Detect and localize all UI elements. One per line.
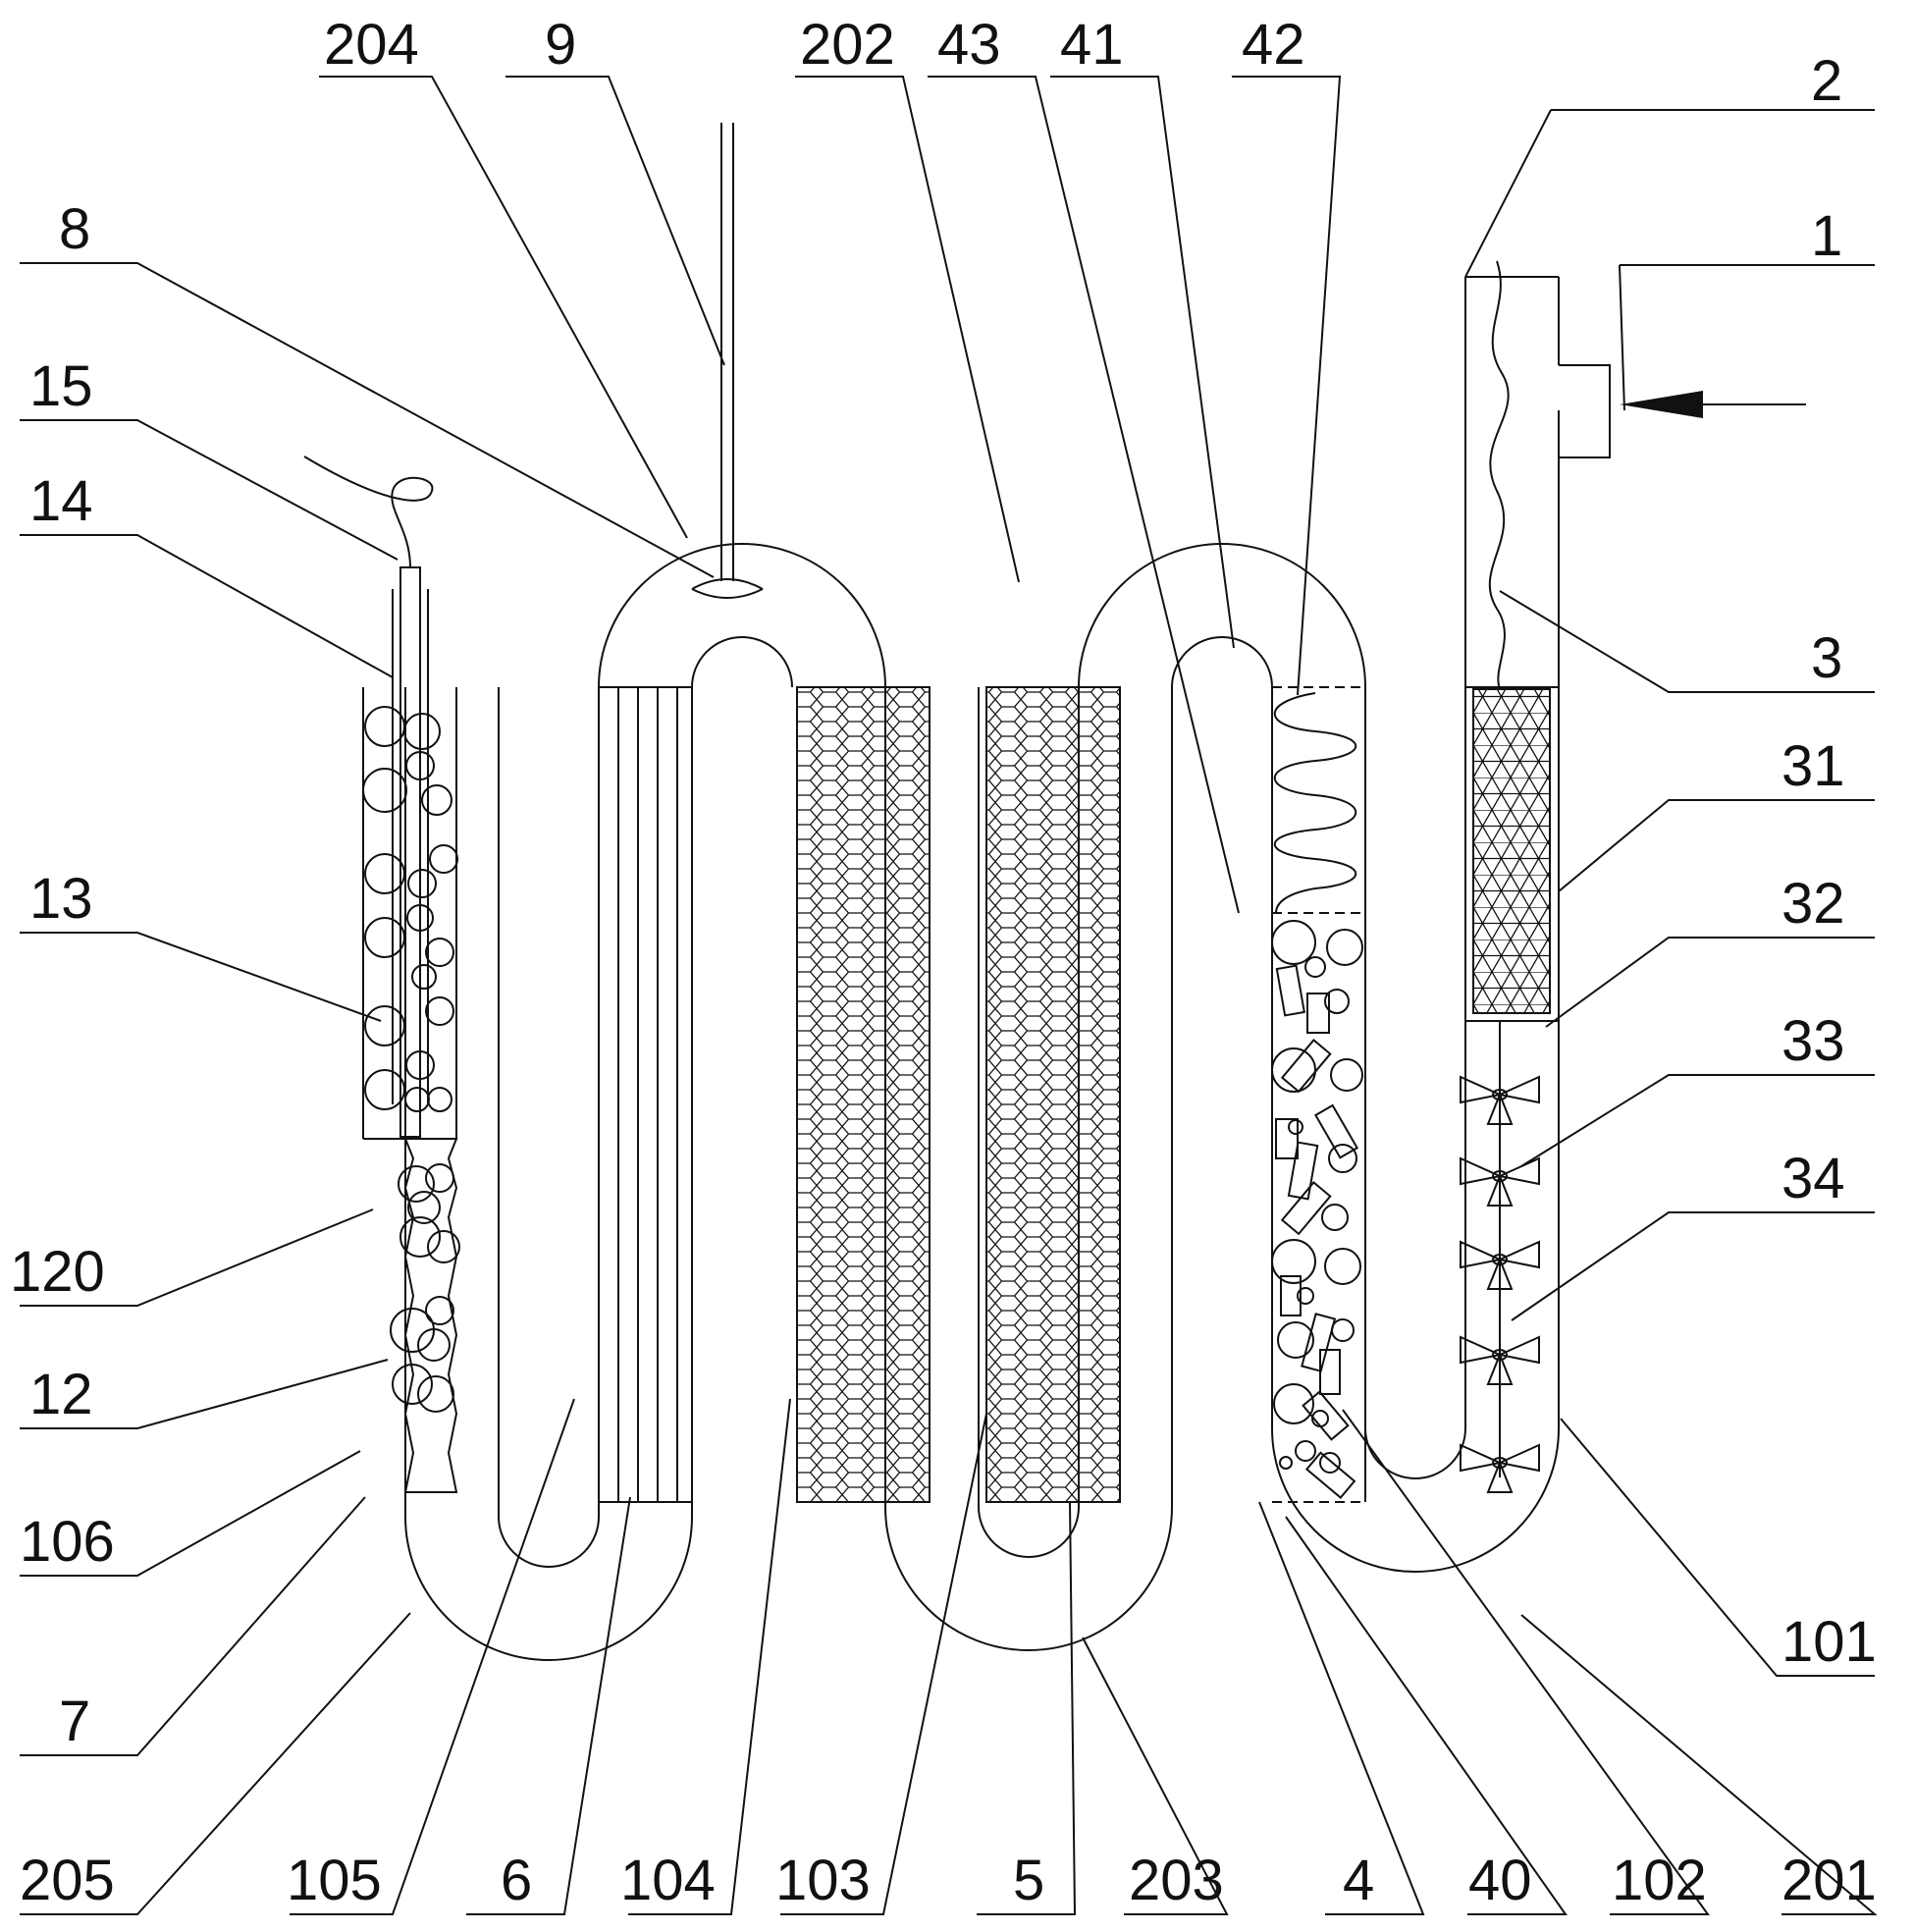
probe-lead-15 [303, 456, 434, 568]
label-120: 120 [10, 1240, 105, 1304]
label-101: 101 [1781, 1610, 1877, 1674]
label-3: 3 [1811, 626, 1842, 690]
label-1: 1 [1811, 204, 1842, 268]
spheres-13 [362, 706, 458, 1112]
fan-group-33 [1460, 1075, 1540, 1493]
propeller-fan-icon [1460, 1443, 1540, 1493]
label-6: 6 [501, 1849, 532, 1912]
label-5: 5 [1013, 1849, 1044, 1912]
label-105: 105 [287, 1849, 382, 1912]
label-15: 15 [29, 354, 93, 418]
leader-lines [20, 76, 1878, 1915]
label-2: 2 [1811, 49, 1842, 113]
label-34: 34 [1781, 1147, 1845, 1210]
label-40: 40 [1468, 1849, 1532, 1912]
label-202: 202 [800, 13, 895, 77]
catalyst-block-5a [985, 686, 1121, 1503]
label-104: 104 [620, 1849, 716, 1912]
collector-8 [691, 578, 764, 599]
label-31: 31 [1781, 734, 1845, 798]
filter-block-31 [1472, 688, 1551, 1014]
labels: 204 9 202 43 41 42 2 1 8 15 14 3 31 13 3… [10, 13, 1877, 1912]
label-9: 9 [545, 13, 576, 77]
propeller-fan-icon [1460, 1335, 1540, 1385]
label-4: 4 [1343, 1849, 1374, 1912]
catalyst-block-5b [796, 686, 930, 1503]
gas-outlet-pipe-9 [720, 123, 734, 581]
label-32: 32 [1781, 872, 1845, 936]
propeller-fan-icon [1460, 1240, 1540, 1290]
label-7: 7 [59, 1690, 90, 1753]
label-42: 42 [1242, 13, 1305, 77]
label-205: 205 [20, 1849, 115, 1912]
bed-12 [390, 1138, 460, 1493]
label-106: 106 [20, 1510, 115, 1574]
heating-wire-3 [1488, 260, 1510, 690]
label-201: 201 [1781, 1849, 1877, 1912]
packing-particles-40 [1271, 920, 1363, 1499]
label-203: 203 [1129, 1849, 1224, 1912]
label-8: 8 [59, 197, 90, 261]
label-12: 12 [29, 1363, 93, 1426]
arrow-left-icon [1620, 391, 1806, 418]
label-13: 13 [29, 867, 93, 931]
label-43: 43 [937, 13, 1001, 77]
label-102: 102 [1612, 1849, 1707, 1912]
label-204: 204 [324, 13, 419, 77]
label-41: 41 [1060, 13, 1124, 77]
propeller-fan-icon [1460, 1156, 1540, 1207]
label-103: 103 [775, 1849, 871, 1912]
tube-bundle-6 [599, 686, 692, 1503]
spring-42 [1273, 692, 1357, 914]
label-33: 33 [1781, 1009, 1845, 1073]
label-14: 14 [29, 469, 93, 533]
propeller-fan-icon [1460, 1075, 1540, 1125]
